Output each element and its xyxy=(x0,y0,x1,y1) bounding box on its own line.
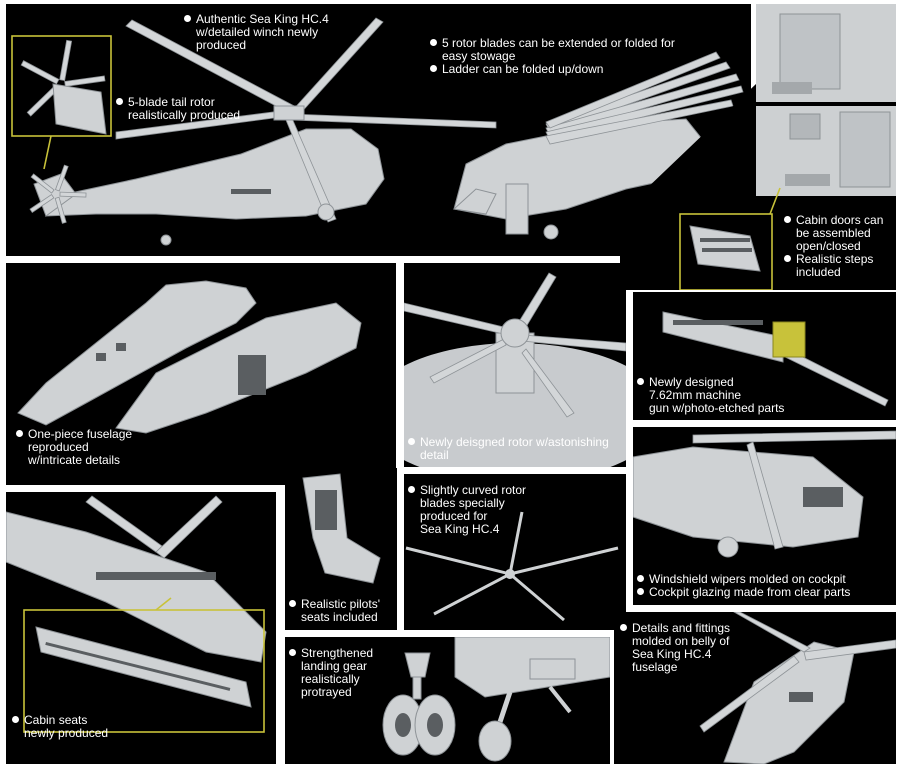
cabin-seats-model xyxy=(35,626,252,708)
bullet-icon xyxy=(637,378,644,385)
caption-gun: Newly designed 7.62mm machine gun w/phot… xyxy=(637,376,784,415)
machine-gun-illustration xyxy=(662,311,889,407)
panel-landing-gear: Strengthened landing gear realistically … xyxy=(285,637,610,764)
bullet-icon xyxy=(784,216,791,223)
caption-landing-gear: Strengthened landing gear realistically … xyxy=(289,647,373,699)
panel-cabin-doors: Cabin doors can be assembled open/closed… xyxy=(620,4,896,290)
panel-machine-gun: Newly designed 7.62mm machine gun w/phot… xyxy=(633,292,896,420)
caption-fuselage: One-piece fuselage reproduced w/intricat… xyxy=(16,428,132,467)
steps-model xyxy=(689,225,761,272)
tail-rotor-inset xyxy=(20,39,107,135)
bullet-icon xyxy=(637,588,644,595)
caption-pilot-seats: Realistic pilots' seats included xyxy=(289,598,380,624)
bullet-icon xyxy=(289,600,296,607)
cabin-doors-illustration xyxy=(620,4,896,290)
bullet-icon xyxy=(16,430,23,437)
panel-curved-blades: Slightly curved rotor blades specially p… xyxy=(404,474,626,630)
panel-main-helicopter: Authentic Sea King HC.4 w/detailed winch… xyxy=(6,4,751,256)
bullet-icon xyxy=(289,649,296,656)
caption-tail-rotor: 5-blade tail rotor realistically produce… xyxy=(116,96,240,122)
caption-rotor-fold: 5 rotor blades can be extended or folded… xyxy=(430,37,675,76)
caption-cabin-doors: Cabin doors can be assembled open/closed… xyxy=(784,214,883,279)
caption-wipers: Windshield wipers molded on cockpit Cock… xyxy=(637,573,850,599)
folded-sea-king-model xyxy=(452,51,744,240)
panel-rotor: Newly deisgned rotor w/astonishing detai… xyxy=(404,263,626,467)
bullet-icon xyxy=(637,575,644,582)
bullet-icon xyxy=(784,255,791,262)
bullet-icon xyxy=(430,39,437,46)
panel-pilot-seats: Realistic pilots' seats included xyxy=(285,468,397,630)
caption-authentic: Authentic Sea King HC.4 w/detailed winch… xyxy=(184,13,329,52)
panel-fuselage: One-piece fuselage reproduced w/intricat… xyxy=(6,263,396,485)
bullet-icon xyxy=(408,438,415,445)
main-helicopter-illustration xyxy=(6,4,751,256)
bullet-icon xyxy=(408,486,415,493)
bullet-icon xyxy=(116,98,123,105)
bullet-icon xyxy=(620,624,627,631)
caption-belly: Details and fittings molded on belly of … xyxy=(620,622,730,674)
caption-cabin-seats: Cabin seats newly produced xyxy=(12,714,108,740)
panel-windshield: Windshield wipers molded on cockpit Cock… xyxy=(633,427,896,605)
landing-gear-illustration xyxy=(382,637,610,762)
pilot-seat-illustration xyxy=(302,473,381,584)
bullet-icon xyxy=(430,65,437,72)
rotor-illustration xyxy=(404,272,626,467)
fuselage-illustration xyxy=(17,280,362,434)
panel-belly: Details and fittings molded on belly of … xyxy=(614,612,896,764)
panel-cabin-seats: Cabin seats newly produced xyxy=(6,492,276,764)
sea-king-model xyxy=(29,17,497,246)
caption-rotor: Newly deisgned rotor w/astonishing detai… xyxy=(408,436,609,462)
bullet-icon xyxy=(12,716,19,723)
caption-curved-blades: Slightly curved rotor blades specially p… xyxy=(408,484,526,536)
belly-illustration xyxy=(699,612,896,764)
curved-blades-illustration xyxy=(405,511,619,622)
windshield-illustration xyxy=(633,430,896,558)
cabin-seats-illustration xyxy=(6,495,267,733)
bullet-icon xyxy=(184,15,191,22)
